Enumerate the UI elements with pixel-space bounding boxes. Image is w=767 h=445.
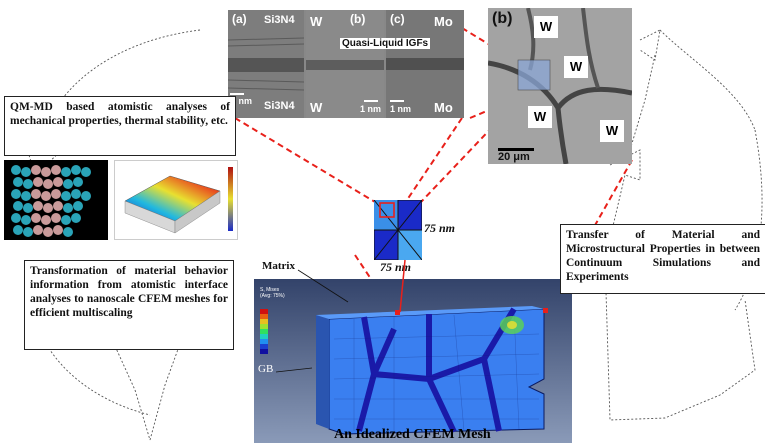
tem-c-mo-bottom: Mo bbox=[434, 100, 453, 115]
micrograph-label: (b) bbox=[492, 10, 513, 27]
connector-tem-right bbox=[404, 117, 463, 204]
tem-b-w-bottom: W bbox=[310, 100, 323, 115]
mesh-square bbox=[373, 199, 423, 261]
micrograph-highlight bbox=[517, 59, 551, 91]
micrograph-w-2: W bbox=[564, 56, 588, 78]
qmmd-box: QM-MD based atomistic analyses of mechan… bbox=[4, 96, 236, 156]
tem-c-label: (c) bbox=[390, 12, 405, 26]
cfem-title: An Idealized CFEM Mesh bbox=[334, 427, 491, 442]
matrix-label: Matrix bbox=[262, 260, 295, 272]
tem-b-w-top: W bbox=[310, 14, 323, 29]
tem-c-scale: 1 nm bbox=[390, 104, 412, 114]
transformation-box: Transformation of material behavior info… bbox=[24, 260, 234, 350]
tem-a-bottom-material: Si3N4 bbox=[264, 100, 295, 112]
tem-b-label: (b) bbox=[350, 12, 366, 26]
micrograph-w-3: W bbox=[528, 106, 552, 128]
cfem-legend-title: S, Mises (Avg: 75%) bbox=[260, 287, 285, 299]
connector-tem-left bbox=[234, 117, 381, 206]
tem-a-top-material: Si3N4 bbox=[264, 14, 295, 26]
micrograph-w-4: W bbox=[600, 120, 624, 142]
micrograph-scale: 20 μm bbox=[498, 151, 530, 163]
mesh-dim-vertical: 75 nm bbox=[424, 221, 456, 235]
gb-label: GB bbox=[258, 363, 274, 375]
micrograph: (b) W W W W 20 μm bbox=[488, 8, 632, 164]
tem-c-mo-top: Mo bbox=[434, 14, 453, 29]
micrograph-w-1: W bbox=[534, 16, 558, 38]
tem-b-scale: 1 nm bbox=[360, 104, 382, 114]
cfem-mesh-image: S, Mises (Avg: 75%) An Idealized CFEM Me… bbox=[254, 279, 572, 443]
atomistic-model-image bbox=[4, 160, 108, 240]
transfer-box: Transfer of Material and Microstructural… bbox=[560, 224, 765, 294]
igf-label: Quasi-Liquid IGFs bbox=[340, 38, 431, 49]
tem-a-scale: 1 nm bbox=[231, 96, 253, 106]
tem-a-label: (a) bbox=[232, 12, 247, 26]
right-cycle-arc-top bbox=[659, 29, 756, 131]
surface-plot-image bbox=[114, 160, 238, 240]
tem-image-strip: (a) Si3N4 Si3N4 1 nm W (b) W 1 nm (c) Mo… bbox=[228, 10, 464, 118]
